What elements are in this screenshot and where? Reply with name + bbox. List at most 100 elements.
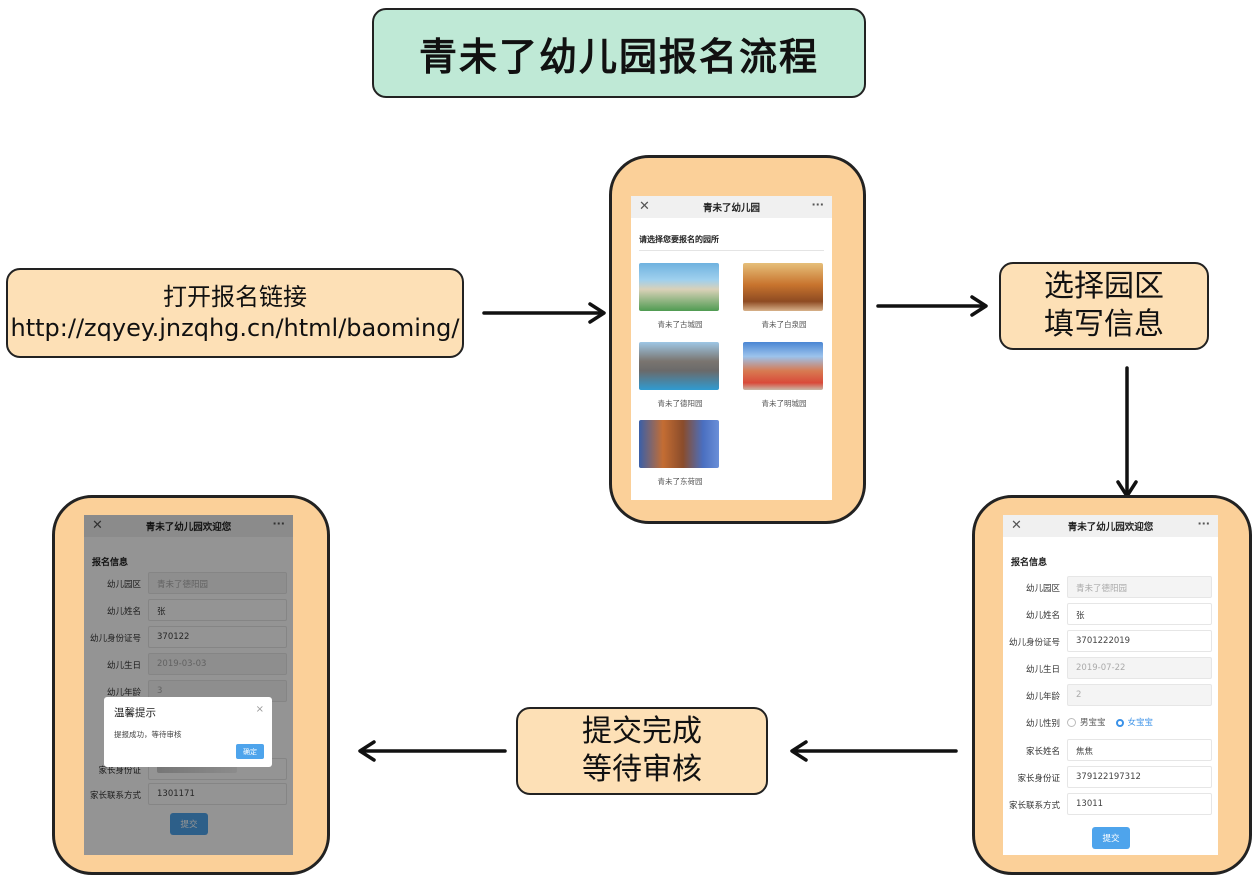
dialog-message: 提报成功，等待审核 [114, 730, 182, 739]
field-label: 幼儿生日 [106, 661, 141, 671]
gender-girl-option[interactable]: 女宝宝 [1115, 716, 1154, 728]
field-label: 家长联系方式 [1008, 801, 1060, 811]
campus-card[interactable]: 青未了古城园 [639, 263, 721, 330]
gender-boy-label: 男宝宝 [1080, 718, 1106, 728]
choose-heading: 请选择您要报名的园所 [639, 235, 719, 244]
campus-photo [639, 263, 719, 311]
step-open-link-url: http://zqyey.jnzqhg.cn/html/baoming/ [10, 314, 460, 342]
close-icon[interactable]: ✕ [92, 518, 103, 533]
campus-field: 青未了德阳园 [148, 572, 287, 594]
step-select-line1: 选择园区 [1044, 269, 1164, 304]
campus-card[interactable]: 青未了明城园 [743, 342, 825, 409]
form-row-campus: 幼儿园区 青未了德阳园 [1003, 576, 1218, 600]
parent-id-input[interactable]: 379122197312 [1067, 766, 1212, 788]
radio-icon [1067, 718, 1076, 727]
app-title: 青未了幼儿园 [702, 203, 760, 214]
child-birth-field: 2019-07-22 [1067, 657, 1212, 679]
field-label: 幼儿园区 [1025, 584, 1060, 594]
field-label: 幼儿身份证号 [1008, 638, 1060, 648]
form-row-id: 幼儿身份证号 370122 [84, 626, 293, 650]
form-row-parent-id: 家长身份证 379122197312 [1003, 766, 1218, 790]
submit-button[interactable]: 提交 [170, 813, 208, 835]
section-title: 报名信息 [1011, 558, 1048, 568]
form-row-gender: 幼儿性别 男宝宝 女宝宝 [1003, 711, 1218, 735]
form-row-name: 幼儿姓名 张 [1003, 603, 1218, 627]
field-label: 家长联系方式 [89, 791, 141, 801]
child-name-input[interactable]: 张 [148, 599, 287, 621]
campus-photo [743, 342, 823, 390]
field-label: 幼儿姓名 [1025, 611, 1060, 621]
step-open-link-line1: 打开报名链接 [163, 283, 307, 311]
form-row-parent-name: 家长姓名 焦焦 [1003, 739, 1218, 763]
field-label: 幼儿年龄 [106, 688, 141, 698]
more-icon[interactable]: ··· [272, 517, 285, 530]
campus-name: 青未了白泉园 [761, 320, 807, 329]
step-submit-line2: 等待审核 [582, 752, 702, 787]
form-row-birth: 幼儿生日 2019-03-03 [84, 653, 293, 677]
campus-field: 青未了德阳园 [1067, 576, 1212, 598]
field-label: 幼儿性别 [1025, 719, 1060, 729]
campus-card[interactable]: 青未了白泉园 [743, 263, 825, 330]
field-label: 家长姓名 [1025, 747, 1060, 757]
child-name-input[interactable]: 张 [1067, 603, 1212, 625]
field-label: 家长身份证 [1017, 774, 1060, 784]
child-birth-field: 2019-03-03 [148, 653, 287, 675]
confirm-button[interactable]: 确定 [236, 744, 264, 759]
more-icon[interactable]: ··· [811, 198, 824, 211]
field-label: 幼儿园区 [106, 580, 141, 590]
child-id-input[interactable]: 370122 [148, 626, 287, 648]
form-row-name: 幼儿姓名 张 [84, 599, 293, 623]
app-bar: ✕ 青未了幼儿园 ··· [631, 196, 832, 218]
campus-name: 青未了德阳园 [657, 399, 703, 408]
campus-card[interactable]: 青未了德阳园 [639, 342, 721, 409]
field-label: 幼儿年龄 [1025, 692, 1060, 702]
app-title: 青未了幼儿园欢迎您 [145, 522, 232, 533]
step-submit: 提交完成 等待审核 [516, 707, 768, 795]
radio-checked-icon [1115, 718, 1124, 727]
dialog-title: 温馨提示 [114, 707, 156, 719]
field-label: 幼儿生日 [1025, 665, 1060, 675]
field-label: 家长身份证 [98, 766, 141, 776]
campus-name: 青未了明城园 [761, 399, 807, 408]
gender-radio-group: 男宝宝 女宝宝 [1067, 716, 1153, 728]
modal-overlay [84, 515, 293, 855]
gender-girl-label: 女宝宝 [1127, 718, 1154, 728]
campus-name: 青未了古城园 [657, 320, 703, 329]
screen-form: ✕ 青未了幼儿园欢迎您 ··· 报名信息 幼儿园区 青未了德阳园 幼儿姓名 张 … [1003, 515, 1218, 855]
screen-submitted: ✕ 青未了幼儿园欢迎您 ··· 报名信息 幼儿园区 青未了德阳园 幼儿姓名 张 … [84, 515, 293, 855]
campus-photo [639, 342, 719, 390]
form-row-contact: 家长联系方式 13011 [1003, 793, 1218, 817]
gender-boy-option[interactable]: 男宝宝 [1067, 716, 1106, 728]
app-bar: ✕ 青未了幼儿园欢迎您 ··· [84, 515, 293, 537]
campus-photo [743, 263, 823, 311]
divider [639, 250, 824, 251]
step-open-link: 打开报名链接 http://zqyey.jnzqhg.cn/html/baomi… [6, 268, 464, 358]
campus-name: 青未了东荷园 [657, 477, 703, 486]
step-submit-line1: 提交完成 [582, 714, 702, 749]
app-title: 青未了幼儿园欢迎您 [1067, 522, 1154, 533]
flow-title: 青未了幼儿园报名流程 [372, 8, 866, 98]
form-row-age: 幼儿年龄 2 [1003, 684, 1218, 708]
form-row-id: 幼儿身份证号 3701222019 [1003, 630, 1218, 654]
field-label: 幼儿身份证号 [89, 634, 141, 644]
contact-input[interactable]: 13011 [1067, 793, 1212, 815]
close-icon[interactable]: ✕ [1011, 518, 1022, 533]
close-icon[interactable]: × [255, 704, 264, 715]
campus-photo [639, 420, 719, 468]
submit-button[interactable]: 提交 [1092, 827, 1130, 849]
close-icon[interactable]: ✕ [639, 199, 650, 214]
child-age-field: 2 [1067, 684, 1212, 706]
success-dialog: 温馨提示 × 提报成功，等待审核 确定 [104, 697, 272, 767]
child-id-input[interactable]: 3701222019 [1067, 630, 1212, 652]
parent-name-input[interactable]: 焦焦 [1067, 739, 1212, 761]
step-select-line2: 填写信息 [1044, 307, 1164, 342]
form-row-contact: 家长联系方式 1301171 [84, 783, 293, 807]
campus-card[interactable]: 青未了东荷园 [639, 420, 721, 487]
field-label: 幼儿姓名 [106, 607, 141, 617]
more-icon[interactable]: ··· [1197, 517, 1210, 530]
step-select: 选择园区 填写信息 [999, 262, 1209, 350]
contact-input[interactable]: 1301171 [148, 783, 287, 805]
form-row-birth: 幼儿生日 2019-07-22 [1003, 657, 1218, 681]
form-row-campus: 幼儿园区 青未了德阳园 [84, 572, 293, 596]
